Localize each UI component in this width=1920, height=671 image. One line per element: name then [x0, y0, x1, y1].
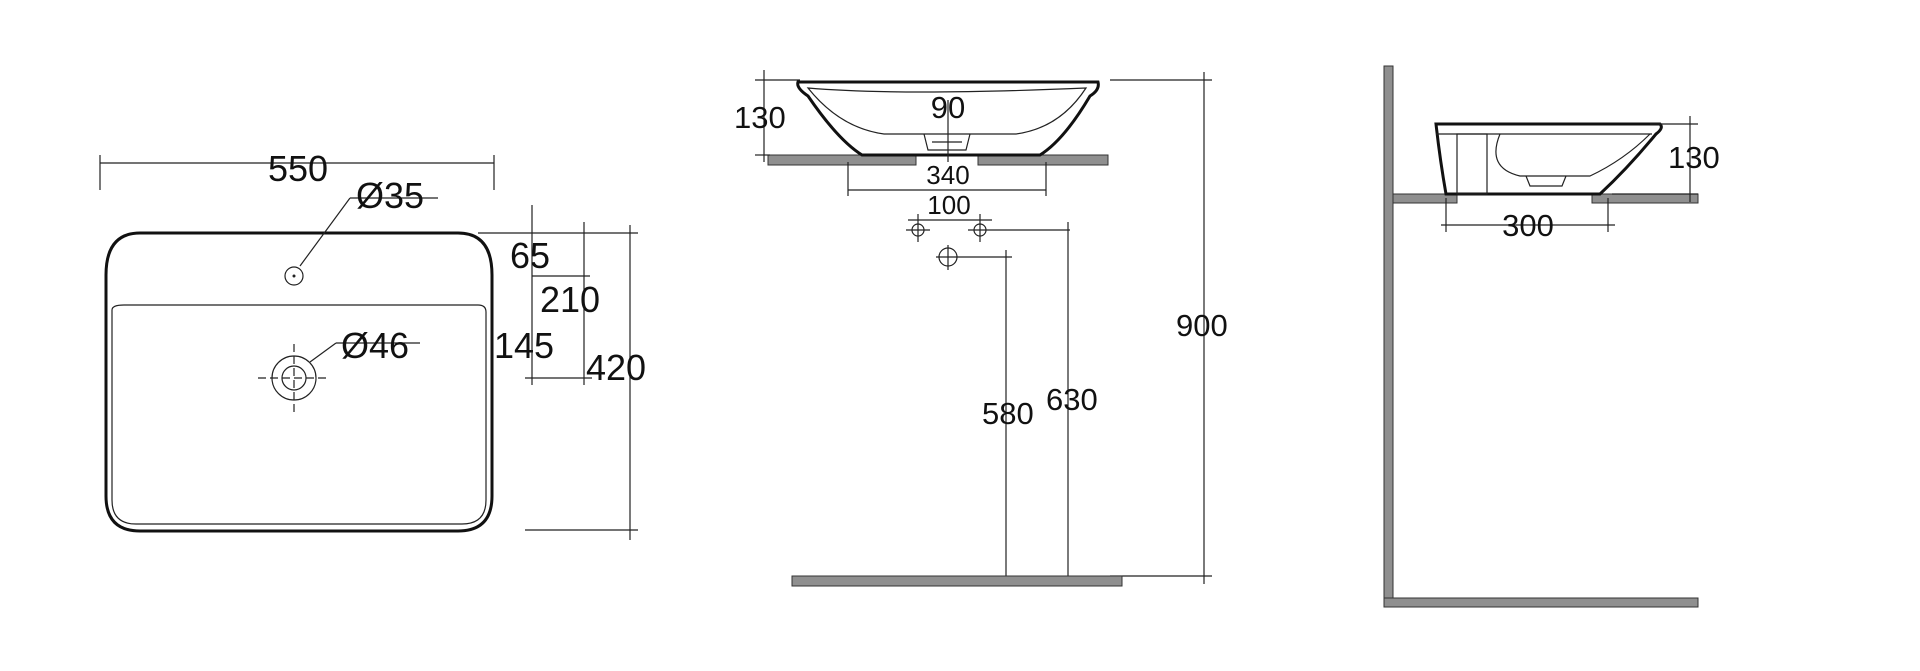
- dim-145-label: 145: [494, 325, 554, 366]
- leader-d46: [309, 342, 337, 363]
- dim-front-340-label: 340: [926, 160, 969, 190]
- dim-210-label: 210: [540, 279, 600, 320]
- wall: [1383, 65, 1394, 607]
- dim-side-300-label: 300: [1502, 208, 1554, 243]
- floor-slab-side: [1383, 597, 1699, 608]
- side-waste-icon: [1525, 175, 1567, 187]
- dim-65-label: 65: [510, 235, 550, 276]
- leader-d35: [299, 197, 351, 267]
- dim-side-130-label: 130: [1668, 140, 1720, 175]
- countertop-right: [977, 154, 1109, 166]
- side-view: 130 300: [1383, 65, 1720, 608]
- side-tap-body: [1456, 133, 1488, 195]
- countertop-side-left: [1392, 193, 1458, 204]
- dim-front-900-label: 900: [1176, 308, 1228, 343]
- floor-slab: [791, 575, 1123, 587]
- dim-front-580-label: 580: [982, 396, 1034, 431]
- front-waste-icon: [923, 133, 971, 151]
- dim-550-label: 550: [268, 148, 328, 189]
- dim-front-130-label: 130: [734, 100, 786, 135]
- dim-front-630-label: 630: [1046, 382, 1098, 417]
- dim-d46-label: Ø46: [341, 325, 409, 366]
- countertop-left: [767, 154, 917, 166]
- top-view: 550 Ø35 Ø46 65 210 145 420: [99, 148, 646, 540]
- dim-420-label: 420: [586, 347, 646, 388]
- tap-hole-center: [292, 274, 296, 278]
- basin-inner-bowl: [111, 304, 487, 525]
- basin-front-outline: [796, 80, 1100, 157]
- dim-front-100-label: 100: [927, 190, 970, 220]
- basin-side-outline: [1434, 122, 1663, 196]
- basin-top-outline: [104, 231, 494, 533]
- basin-side-bowl: [1495, 133, 1651, 177]
- dim-d35-label: Ø35: [356, 175, 424, 216]
- front-view: 130 90 340 100 580 630 900: [734, 70, 1228, 587]
- tap-hole-icon: [284, 266, 304, 286]
- basin-front-inner: [806, 87, 1088, 135]
